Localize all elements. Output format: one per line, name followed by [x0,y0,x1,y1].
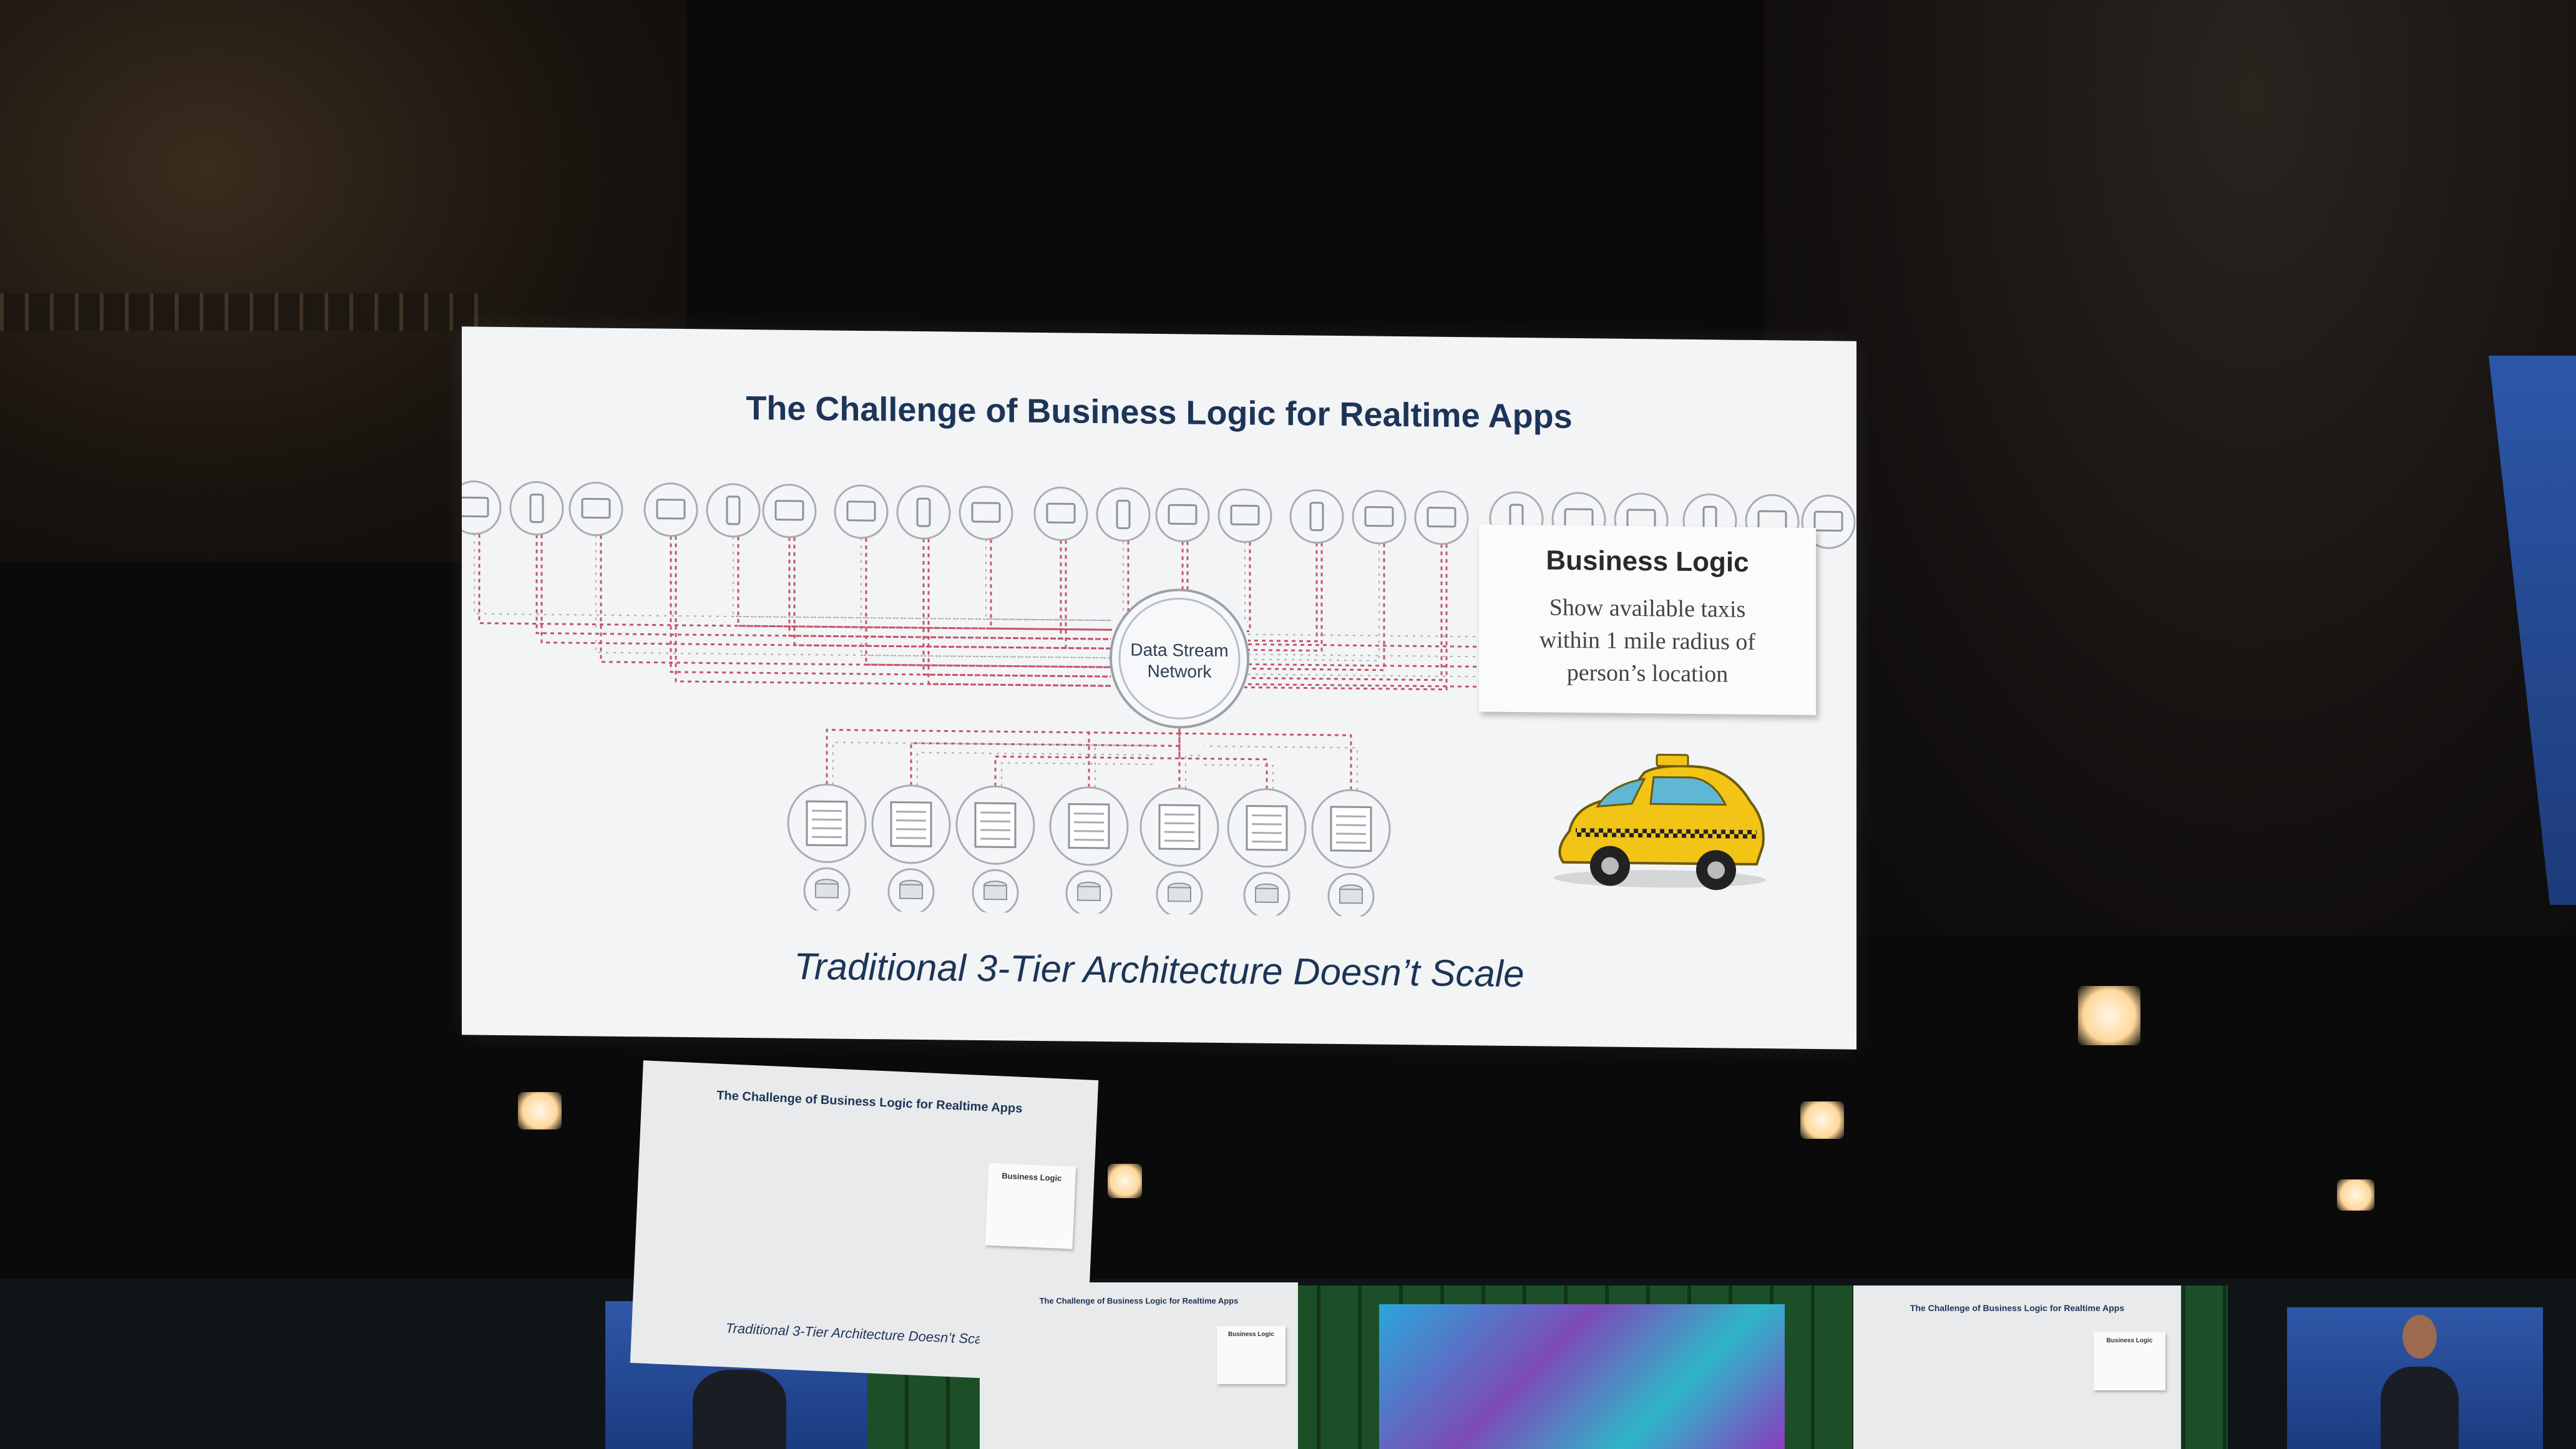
ceiling-lamp [2078,986,2140,1045]
device-icon [1033,486,1088,541]
architecture-diagram [462,481,1856,920]
taxi-icon [1554,753,1766,890]
device-icon [643,482,698,537]
speaker-figure [693,1370,786,1449]
server-icon [871,784,951,864]
device-icon [1217,488,1272,543]
database-icon [972,869,1019,916]
business-logic-line3: person’s location [1566,659,1729,688]
device-icon [462,481,502,535]
art-panel [1379,1304,1785,1449]
server-icon [787,783,867,863]
device-icon [762,484,817,539]
server-icon [1049,786,1129,866]
ceiling-lamp [1108,1164,1142,1198]
business-logic-line1: Show available taxis [1549,594,1746,623]
hub-label: Data Stream Network [1129,640,1229,683]
device-icon [896,485,951,540]
device-icon [568,482,623,537]
ceiling-lamp [2337,1179,2374,1211]
hub-label-line2: Network [1147,661,1212,681]
monitor-title: The Challenge of Business Logic for Real… [1039,1296,1239,1305]
monitor-business-logic: Business Logic [2094,1332,2165,1390]
monitor-bl-heading: Business Logic [1228,1331,1274,1338]
speaker-head [2403,1315,2437,1359]
device-icon [706,483,761,538]
lighting-truss [0,293,487,331]
device-icon [1155,487,1210,542]
monitor-title: The Challenge of Business Logic for Real… [1910,1303,2125,1313]
server-icon [1311,789,1391,869]
slide-caption: Traditional 3-Tier Architecture Doesn’t … [794,945,1525,995]
slide-title: The Challenge of Business Logic for Real… [746,389,1573,436]
ceiling-lamp [518,1092,562,1129]
data-stream-hub [1110,588,1249,729]
device-icon [959,485,1013,540]
monitor-bl-heading: Business Logic [1002,1171,1062,1183]
database-icon [1156,871,1203,918]
database-icon [1243,872,1290,919]
device-icon [1414,490,1469,545]
database-icon [803,867,851,914]
device-icon [1352,490,1407,545]
device-icon [509,481,564,536]
business-logic-heading: Business Logic [1546,545,1749,578]
monitor-right: The Challenge of Business Logic for Real… [1853,1286,2181,1449]
database-icon [1065,870,1113,917]
business-logic-line2: within 1 mile radius of [1539,627,1756,656]
database-icon [1327,872,1375,920]
database-icon [887,868,935,915]
monitor-title: The Challenge of Business Logic for Real… [716,1088,1023,1116]
main-projection-screen: The Challenge of Business Logic for Real… [462,326,1856,1050]
device-icon [1289,489,1344,544]
server-icon [955,785,1035,865]
server-icon [1139,787,1219,867]
hub-label-line1: Data Stream [1130,640,1229,661]
monitor-business-logic: Business Logic [985,1163,1076,1249]
monitor-business-logic: Business Logic [1217,1326,1286,1384]
speaker-feed-right [2287,1307,2543,1449]
device-icon [1096,487,1151,542]
device-icon [834,484,889,539]
ceiling-lamp [1800,1101,1844,1139]
business-logic-card: Business Logic Show available taxis with… [1479,524,1816,716]
speaker-figure [2381,1367,2459,1449]
monitor-bl-heading: Business Logic [2106,1337,2153,1344]
business-logic-text: Show available taxis within 1 mile radiu… [1479,590,1816,691]
monitor-center: The Challenge of Business Logic for Real… [980,1282,1298,1449]
ceiling-right [1765,0,2576,936]
server-icon [1227,788,1307,868]
